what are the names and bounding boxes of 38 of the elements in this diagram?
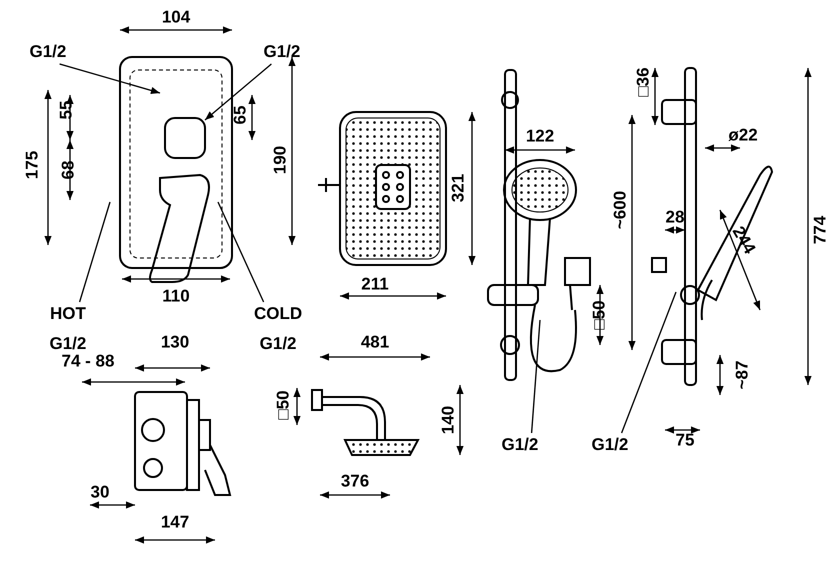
dimension-value: 175 (24, 150, 40, 180)
dimension-value: □36 (634, 67, 652, 97)
thread-size-label: G1/2 (260, 334, 297, 354)
thread-size-label: G1/2 (30, 42, 66, 62)
dimension-value: □50 (274, 390, 292, 420)
dimension-value: 321 (450, 174, 466, 202)
thread-size-label: G1/2 (592, 435, 628, 455)
inlet-label: COLD (254, 304, 302, 324)
dimension-value: 211 (361, 276, 389, 292)
dimension-value: 190 (272, 146, 288, 174)
leader-line (204, 64, 272, 120)
dimension-value: 28 (666, 208, 684, 226)
dimension-value: 74 - 88 (62, 352, 114, 370)
dimension-value: 30 (90, 484, 110, 500)
thread-size-label: G1/2 (264, 42, 300, 62)
inlet-label: HOT (50, 304, 86, 324)
dimension-value: 104 (162, 8, 190, 26)
dimension-value: 110 (162, 288, 190, 304)
dimension-value: 376 (340, 472, 370, 490)
dimension-value: 75 (676, 432, 694, 448)
dimension-value: 774 (812, 216, 828, 244)
dimension-value: 481 (360, 334, 390, 350)
leader-line (530, 320, 541, 434)
dimension-value: 147 (160, 514, 190, 530)
dimension-value: 122 (526, 128, 554, 144)
dimension-value: ø22 (728, 126, 758, 144)
leader-line (217, 202, 264, 302)
thread-size-label: G1/2 (50, 334, 86, 354)
leader-line (78, 202, 111, 302)
leader-line (621, 292, 677, 434)
valve-faceplate-drawing (119, 56, 233, 283)
dimension-value: 130 (160, 334, 190, 350)
dimension-value: 65 (232, 106, 248, 124)
dimension-value: 140 (440, 406, 456, 434)
leader-line (59, 63, 160, 94)
dimension-value: ~600 (612, 190, 628, 230)
dimension-value: ~87 (734, 360, 750, 390)
thread-size-label: G1/2 (502, 435, 538, 455)
